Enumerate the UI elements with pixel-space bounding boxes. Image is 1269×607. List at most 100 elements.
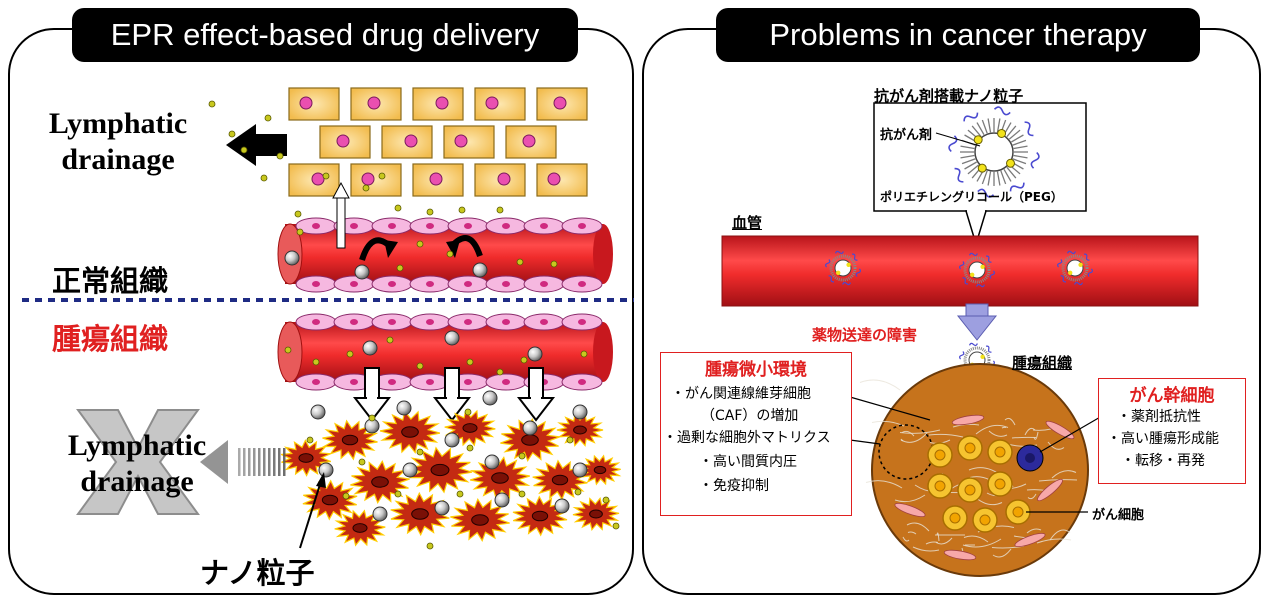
drug-molecule xyxy=(580,350,588,358)
nanoparticle xyxy=(318,462,334,478)
cell-nucleus xyxy=(336,134,350,148)
tumor-mass xyxy=(859,363,1089,577)
drug-molecule xyxy=(342,492,350,500)
blood-vessel-label: 血管 xyxy=(732,214,763,232)
delivery-arrow xyxy=(956,303,998,341)
drug-molecule xyxy=(264,114,272,122)
nanoparticle xyxy=(527,346,543,362)
peg-chain xyxy=(1024,121,1034,137)
peg-chain xyxy=(1030,151,1040,169)
leak-arrows xyxy=(352,367,556,422)
nanoparticle xyxy=(522,420,538,436)
drug-molecule xyxy=(458,206,466,214)
epr-title: EPR effect-based drug delivery xyxy=(72,8,578,62)
cell-nucleus xyxy=(361,172,375,186)
drug-molecule xyxy=(322,172,330,180)
stem-cell-item: ・高い腫瘍形成能 xyxy=(1107,431,1219,447)
stem-cell-item: ・転移・再発 xyxy=(1121,453,1205,469)
drug-molecule xyxy=(977,163,987,173)
lymphatic-label-bottom: Lymphatic drainage xyxy=(38,428,236,500)
nanoparticle xyxy=(484,454,500,470)
stem-cell-item: ・薬剤抵抗性 xyxy=(1117,409,1201,425)
peg-chain xyxy=(1009,182,1025,192)
drug-molecule xyxy=(346,350,354,358)
nanoparticle xyxy=(362,340,378,356)
peg-chain xyxy=(954,167,964,183)
cell-nucleus xyxy=(454,134,468,148)
drug-molecule xyxy=(456,490,464,498)
drug-molecule xyxy=(276,152,284,160)
cell-nucleus xyxy=(299,96,313,110)
nanoparticle xyxy=(354,264,370,280)
nanoparticle xyxy=(434,500,450,516)
nanoparticle xyxy=(396,400,412,416)
drug-molecule xyxy=(973,135,983,145)
cell-nucleus xyxy=(429,172,443,186)
drug-molecule xyxy=(306,436,314,444)
tumor-tissue-label: 腫瘍組織 xyxy=(1012,354,1073,372)
drug-molecule xyxy=(466,358,474,366)
microenv-item: ・過剰な細胞外マトリクス xyxy=(663,430,831,446)
drug-molecule xyxy=(496,368,504,376)
drug-molecule xyxy=(378,172,386,180)
drug-molecule xyxy=(396,264,404,272)
nanoparticle xyxy=(284,250,300,266)
drug-molecule xyxy=(550,260,558,268)
fibroblast xyxy=(894,502,926,518)
drug-molecule xyxy=(394,490,402,498)
drug-molecule xyxy=(426,542,434,550)
nanoparticle xyxy=(444,432,460,448)
drug-molecule xyxy=(574,488,582,496)
fibroblast xyxy=(943,549,977,561)
drainage-word: drainage xyxy=(80,465,194,498)
stem-cell-box: がん幹細胞 ・薬剤抵抗性 ・高い腫瘍形成能 ・転移・再発 xyxy=(1098,378,1246,484)
lymphatic-word: Lymphatic xyxy=(67,429,207,462)
cell-nucleus xyxy=(367,96,381,110)
drug-molecule xyxy=(312,358,320,366)
microenvironment-title: 腫瘍微小環境 xyxy=(705,360,807,380)
tumor-tissue-label: 腫瘍組織 xyxy=(52,322,169,356)
fibroblast xyxy=(1045,420,1075,440)
drug-molecules xyxy=(208,100,620,550)
anticancer-drug-label: 抗がん剤 xyxy=(880,128,933,143)
fibroblast xyxy=(951,414,985,426)
drug-molecule xyxy=(446,250,454,258)
microenv-item: ・免疫抑制 xyxy=(699,478,769,494)
caf-pointer xyxy=(849,396,931,421)
nanoparticle-label: ナノ粒子 xyxy=(200,556,315,590)
nanoparticle xyxy=(444,330,460,346)
cell-nucleus xyxy=(485,96,499,110)
blocked-x-icon xyxy=(76,409,200,515)
drug-molecule xyxy=(386,336,394,344)
microenv-item: （CAF）の増加 xyxy=(701,408,799,424)
stem-cell-pointer xyxy=(1039,415,1103,453)
normal-blood-vessel xyxy=(277,217,613,293)
drug-molecule xyxy=(612,522,620,530)
drug-molecule xyxy=(416,448,424,456)
tissue-cell xyxy=(536,163,588,197)
drug-molecule xyxy=(1006,158,1016,168)
extravasation-arrow xyxy=(332,181,350,249)
nanoparticle xyxy=(402,462,418,478)
microenvironment-box: 腫瘍微小環境 ・がん関連線維芽細胞 （CAF）の増加 ・過剰な細胞外マトリクス … xyxy=(660,352,852,516)
stem-cell-title: がん幹細胞 xyxy=(1129,386,1215,406)
nanoparticle xyxy=(372,506,388,522)
drug-molecule xyxy=(516,258,524,266)
tissue-cell xyxy=(288,87,340,121)
cell-nucleus xyxy=(435,96,449,110)
drug-molecule xyxy=(426,208,434,216)
cell-nucleus xyxy=(404,134,418,148)
nanoparticle-core xyxy=(974,132,1014,172)
nanoparticle xyxy=(482,390,498,406)
drug-molecule xyxy=(394,204,402,212)
peg-chain xyxy=(963,112,979,122)
drug-molecule xyxy=(358,458,366,466)
drug-molecule xyxy=(520,356,528,364)
drug-molecule xyxy=(294,210,302,218)
microenv-item: ・高い間質内圧 xyxy=(699,454,797,470)
blood-vessel xyxy=(721,235,1199,307)
ecm-pointer xyxy=(849,439,881,445)
nanoparticle xyxy=(310,404,326,420)
problems-title: Problems in cancer therapy xyxy=(716,8,1200,62)
